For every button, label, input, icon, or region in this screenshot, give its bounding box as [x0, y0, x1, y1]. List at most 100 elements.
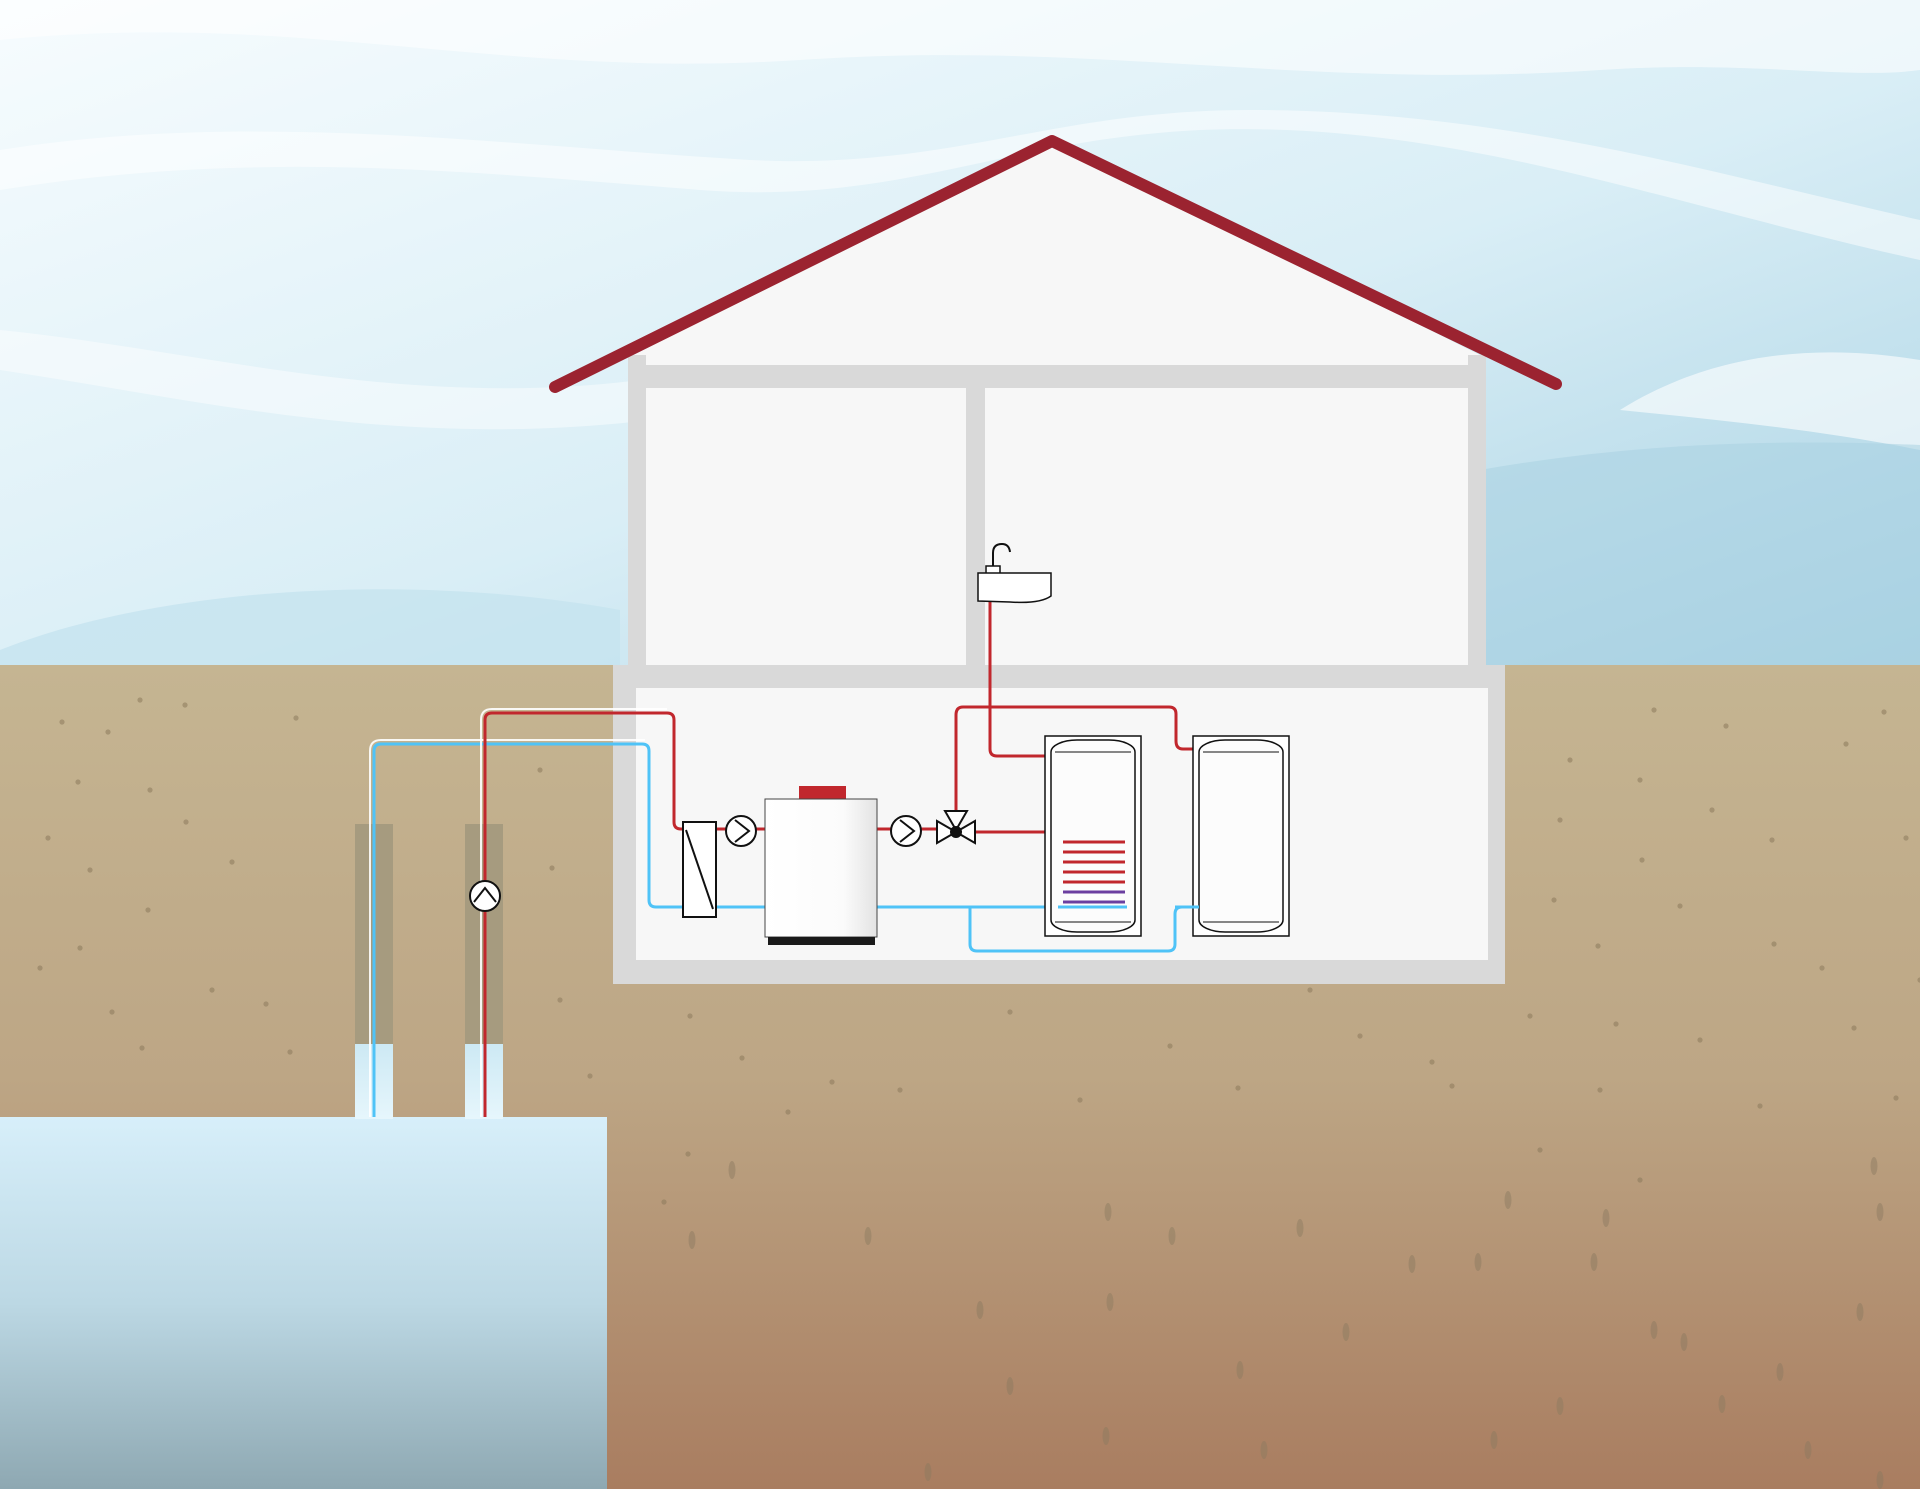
cold-pipe-highlight — [369, 739, 645, 1117]
soil-speck — [785, 1109, 791, 1115]
soil-speck — [1637, 1177, 1643, 1183]
soil-stone — [1504, 1191, 1512, 1209]
soil-speck — [1769, 837, 1775, 843]
tank-icon — [1198, 739, 1284, 933]
heat-pump-base — [768, 937, 875, 945]
soil-speck — [1723, 723, 1729, 729]
soil-speck — [75, 779, 81, 785]
heat-pump-icon — [764, 798, 878, 938]
room-upper-left — [646, 388, 966, 665]
heat-pump-top-badge — [799, 786, 846, 799]
soil-speck — [1893, 1095, 1899, 1101]
soil-stone — [1296, 1219, 1304, 1237]
pump-icon — [469, 880, 501, 912]
soil-speck — [1357, 1033, 1363, 1039]
soil-speck — [1613, 1021, 1619, 1027]
sky-wave-2 — [0, 110, 1920, 260]
hot-pipe-highlight — [480, 708, 667, 1117]
soil-speck — [1851, 1025, 1857, 1031]
soil-speck — [685, 1151, 691, 1157]
soil-speck — [1527, 1013, 1533, 1019]
soil-speck — [687, 1013, 693, 1019]
soil-speck — [1551, 897, 1557, 903]
soil-speck — [1677, 903, 1683, 909]
soil-speck — [1843, 741, 1849, 747]
buffer-tank — [1192, 735, 1290, 937]
soil-speck — [105, 729, 111, 735]
sky-wave-4 — [1620, 352, 1920, 450]
valve-left-wedge — [936, 819, 958, 845]
submersible-well-pump — [469, 880, 501, 912]
soil-stone — [728, 1161, 736, 1179]
soil-speck — [1819, 965, 1825, 971]
soil-stone — [864, 1227, 872, 1245]
soil-stone — [1650, 1321, 1658, 1339]
soil-speck — [1771, 941, 1777, 947]
soil-speck — [209, 987, 215, 993]
soil-stone — [924, 1463, 932, 1481]
valve-top-wedge — [943, 810, 969, 832]
soil-speck — [1597, 1087, 1603, 1093]
soil-stone — [1168, 1227, 1176, 1245]
room-upper-right — [985, 388, 1468, 665]
soil-stone — [1556, 1397, 1564, 1415]
soil-speck — [1449, 1083, 1455, 1089]
soil-stone — [1106, 1293, 1114, 1311]
intermediate-heat-exchanger — [682, 821, 717, 918]
soil-speck — [537, 767, 543, 773]
soil-speck — [139, 1045, 145, 1051]
soil-stone — [1408, 1255, 1416, 1273]
soil-stone — [1870, 1157, 1878, 1175]
soil-speck — [59, 719, 65, 725]
soil-stone — [1260, 1441, 1268, 1459]
soil-speck — [1235, 1085, 1241, 1091]
soil-speck — [77, 945, 83, 951]
hot-pipe-valve-up — [954, 705, 1195, 812]
soil-speck — [549, 865, 555, 871]
soil-speck — [293, 715, 299, 721]
cold-pipe-well-to-exchanger — [372, 742, 690, 1117]
soil-speck — [87, 867, 93, 873]
soil-stone — [1856, 1303, 1864, 1321]
pump-icon — [890, 815, 922, 847]
soil-speck — [147, 787, 153, 793]
soil-speck — [1595, 943, 1601, 949]
soil-stone — [1680, 1333, 1688, 1351]
heating-circulation-pump — [890, 815, 922, 847]
pump-arrow — [899, 819, 916, 843]
sky-wave-1 — [0, 0, 1920, 75]
sky-wave-5 — [1480, 442, 1920, 670]
hot-pipe-basin-feed — [988, 602, 1075, 758]
pump-arrow — [734, 819, 751, 843]
soil-speck — [1651, 707, 1657, 713]
soil-stone — [1104, 1203, 1112, 1221]
soil-stone — [1006, 1377, 1014, 1395]
pump-icon — [725, 815, 757, 847]
soil-stone — [1804, 1441, 1812, 1459]
soil-stone — [1342, 1323, 1350, 1341]
soil-speck — [1881, 709, 1887, 715]
soil-stone — [1602, 1209, 1610, 1227]
attic-floor — [646, 355, 1468, 365]
soil-speck — [829, 1079, 835, 1085]
soil-stones — [688, 1157, 1884, 1489]
soil-speck — [739, 1055, 745, 1061]
tank-heating-coil — [1063, 840, 1125, 904]
soil-speck — [1007, 1009, 1013, 1015]
soil-speck — [1903, 835, 1909, 841]
soil-speck — [1077, 1097, 1083, 1103]
valve-icon — [950, 826, 962, 838]
basin-icon — [977, 572, 1052, 604]
soil-stone — [1876, 1203, 1884, 1221]
soil-stone — [1718, 1395, 1726, 1413]
soil-stone — [1776, 1363, 1784, 1381]
soil-speck — [1537, 1147, 1543, 1153]
soil-speck — [1167, 1043, 1173, 1049]
soil-stone — [1236, 1361, 1244, 1379]
sky-wave-6 — [0, 589, 620, 670]
soil-speck — [229, 859, 235, 865]
soil-speck — [1429, 1059, 1435, 1065]
soil-speck — [897, 1087, 903, 1093]
faucet-icon — [992, 542, 1011, 573]
